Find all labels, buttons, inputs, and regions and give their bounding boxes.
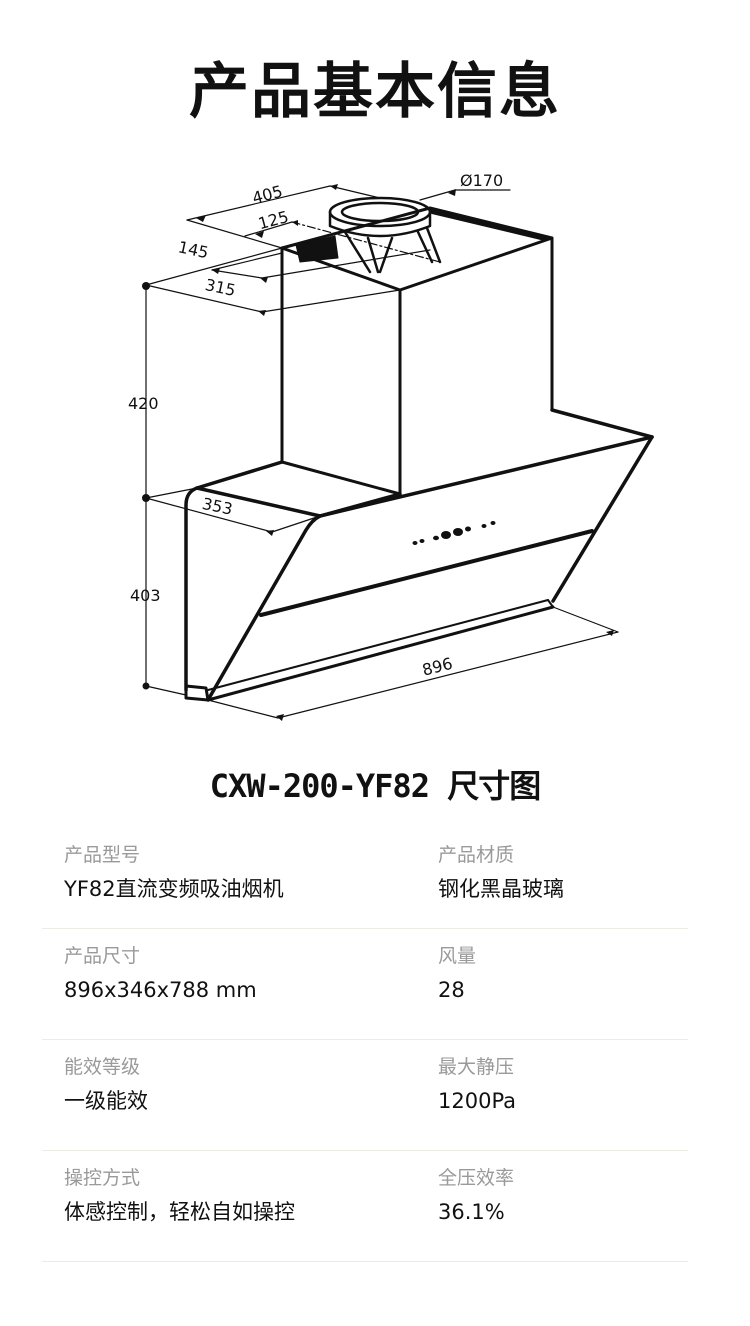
spec-control-method: 操控方式 体感控制，轻松自如操控 — [64, 1165, 295, 1227]
spec-label: 操控方式 — [64, 1167, 141, 1189]
hood-body — [184, 408, 654, 702]
spec-label: 产品材质 — [438, 844, 515, 866]
diagram-caption: CXW-200-YF82 尺寸图 — [209, 767, 541, 805]
touch-control-icon — [412, 521, 496, 545]
spec-label: 能效等级 — [64, 1056, 141, 1078]
spec-airflow: 风量 28 — [438, 943, 476, 1005]
spec-value: 体感控制，轻松自如操控 — [64, 1200, 295, 1224]
spec-size: 产品尺寸 896x346x788 mm — [64, 943, 257, 1005]
spec-total-pressure-efficiency: 全压效率 36.1% — [438, 1165, 514, 1227]
spec-row: 能效等级 一级能效 最大静压 1200Pa — [42, 1040, 688, 1151]
spec-row: 操控方式 体感控制，轻松自如操控 全压效率 36.1% — [42, 1151, 688, 1262]
dim-duct-diameter: Ø170 — [460, 171, 503, 190]
dim-body-width: 896 — [420, 654, 454, 680]
spec-value: YF82直流变频吸油烟机 — [64, 877, 284, 901]
spec-label: 最大静压 — [438, 1056, 515, 1078]
dim-side-offset: 145 — [176, 237, 210, 262]
spec-value: 1200Pa — [438, 1089, 517, 1113]
dim-body-depth: 353 — [200, 494, 234, 519]
duct-collar — [328, 196, 442, 274]
spec-value: 钢化黑晶玻璃 — [438, 877, 564, 901]
spec-value: 一级能效 — [64, 1089, 148, 1113]
spec-material: 产品材质 钢化黑晶玻璃 — [438, 842, 564, 904]
spec-label: 全压效率 — [438, 1167, 515, 1189]
hood-line-drawing: 405 125 Ø170 145 315 420 353 403 896 — [128, 171, 654, 721]
range-hood-dimension-drawing: 405 125 Ø170 145 315 420 353 403 896 — [0, 160, 750, 740]
dim-body-height: 403 — [130, 586, 161, 605]
spec-value: 896x346x788 mm — [64, 978, 257, 1002]
spec-energy-rating: 能效等级 一级能效 — [64, 1054, 148, 1116]
dim-top-width: 405 — [250, 182, 284, 208]
spec-table: 产品型号 YF82直流变频吸油烟机 产品材质 钢化黑晶玻璃 产品尺寸 896x3… — [42, 830, 688, 1262]
spec-value: 28 — [438, 978, 465, 1002]
dim-duct-offset: 125 — [256, 207, 290, 233]
dim-chimney-height: 420 — [128, 394, 159, 413]
spec-label: 风量 — [438, 945, 477, 967]
spec-row: 产品尺寸 896x346x788 mm 风量 28 — [42, 929, 688, 1040]
dim-chimney-depth: 315 — [203, 275, 237, 300]
dimension-lines — [145, 185, 619, 719]
spec-value: 36.1% — [438, 1200, 505, 1224]
spec-model: 产品型号 YF82直流变频吸油烟机 — [64, 842, 284, 904]
dimension-arrows — [142, 184, 614, 721]
spec-row: 产品型号 YF82直流变频吸油烟机 产品材质 钢化黑晶玻璃 — [42, 830, 688, 929]
spec-label: 产品尺寸 — [64, 945, 141, 967]
chimney — [280, 206, 554, 496]
spec-label: 产品型号 — [64, 844, 141, 866]
spec-max-static-pressure: 最大静压 1200Pa — [438, 1054, 516, 1116]
page-title: 产品基本信息 — [189, 57, 561, 127]
